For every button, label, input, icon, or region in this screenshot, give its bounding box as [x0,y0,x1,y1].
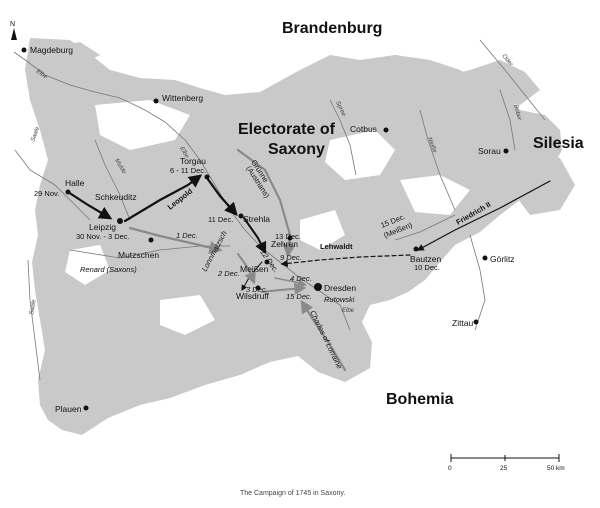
north-arrow: N [10,21,17,40]
scale-bar: 0 25 50 km [448,454,565,472]
town-dot-zehren [287,235,293,241]
town-strehla: Strehla [243,214,270,224]
date-dresden-2: 15 Dec. [286,292,312,301]
town-mutzschen: Mutzschen [118,250,159,260]
town-dot-bautzen [413,246,419,252]
route-strehla-meissen [243,217,267,255]
commander-lehwaldt: Lehwaldt [320,242,353,251]
date-wilsdruff: 3 Dec. [246,285,268,294]
town-torgau: Torgau [180,156,206,166]
town-dot-plauen [83,405,89,411]
town-schkeuditz: Schkeuditz [95,192,137,202]
region-brandenburg: Brandenburg [282,20,382,37]
river-elbe-3: Elbe [342,308,355,314]
scale-label-mid: 25 [500,465,508,472]
prussian-movements [66,174,551,292]
town-halle: Halle [65,178,85,188]
town-magdeburg: Magdeburg [30,45,73,55]
date-zehren: 13 Dec. [275,232,301,241]
river-saale-1: Saale [30,126,41,143]
town-dot-torgau [204,174,210,180]
route-friedrich [416,180,551,251]
town-cotbus: Cotbus [350,124,377,134]
town-markers [21,47,509,411]
river-saale-2: Saale [29,299,38,316]
river-bober: Bober [512,104,522,122]
route-lehwaldt [280,254,411,267]
town-dot-zittau [473,319,479,325]
route-halle-schkeuditz [66,190,113,220]
town-wittenberg: Wittenberg [162,93,203,103]
town-dot-wittenberg [153,98,159,104]
town-plauen: Plauen [55,404,82,414]
rivers [13,39,546,381]
date-mutzschen: 1 Dec. [176,231,198,240]
scale-label-end: 50 km [547,465,565,472]
north-label: N [10,21,15,28]
route-wilsdruff-dresden [261,282,307,295]
route-leopold-torgau [123,174,203,223]
town-leipzig: Leipzig [89,222,116,232]
route-renard [128,226,223,254]
region-bohemia: Bohemia [386,391,454,408]
terrain-gaps [65,100,560,370]
town-dot-cotbus [383,127,389,133]
date-strehla: 11 Dec. [208,215,233,224]
region-electorate-line1: Electorate of [238,121,336,138]
town-meissen: Meißen [240,264,269,274]
town-dot-gorlitz [482,255,488,261]
date-halle: 29 Nov. [34,189,59,198]
town-dot-halle [65,189,71,195]
river-elbe-2: Elbe [178,146,190,160]
town-dot-strehla [238,213,244,219]
date-lonnmatzsch: 2 Dec. [217,269,240,278]
town-dot-leipzig [117,218,123,224]
map-caption: The Campaign of 1745 in Saxony. [240,490,345,497]
town-sorau: Sorau [478,146,501,156]
commander-renard: Renard (Saxons) [80,265,137,274]
region-electorate-line2: Saxony [268,141,325,158]
route-grunne [236,148,296,258]
town-zehren: Zehren [271,239,298,249]
town-wilsdruff: Wilsdruff [236,291,270,301]
town-gorlitz: Görlitz [490,254,515,264]
town-dot-sorau [503,148,509,154]
town-dot-meissen [264,259,270,265]
commander-rutowski: Rutowski [324,295,355,304]
town-dot-mutzschen [148,237,154,243]
date-meissen-2: 9 Dec. [280,253,302,262]
scale-label-zero: 0 [448,465,452,472]
town-zittau: Zittau [452,318,474,328]
route-charles [300,299,347,372]
route-meissen-dresden [274,277,307,288]
date-torgau: 6 - 11 Dec. [170,166,206,175]
town-dot-dresden [314,283,322,291]
river-neisse: Neiße [426,137,437,155]
route-torgau-strehla [205,176,238,216]
town-dresden: Dresden [324,283,356,293]
date-leipzig: 30 Nov. - 3 Dec. [76,232,130,241]
enemy-movements [128,148,347,372]
town-dot-wilsdruff [255,285,261,291]
region-silesia: Silesia [533,135,584,152]
date-dresden-1: 4 Dec. [290,274,312,283]
route-lonnmatzsch [237,253,256,285]
town-dot-magdeburg [21,47,27,53]
date-bautzen: 10 Dec. [414,263,440,272]
town-bautzen: Bautzen [410,254,441,264]
